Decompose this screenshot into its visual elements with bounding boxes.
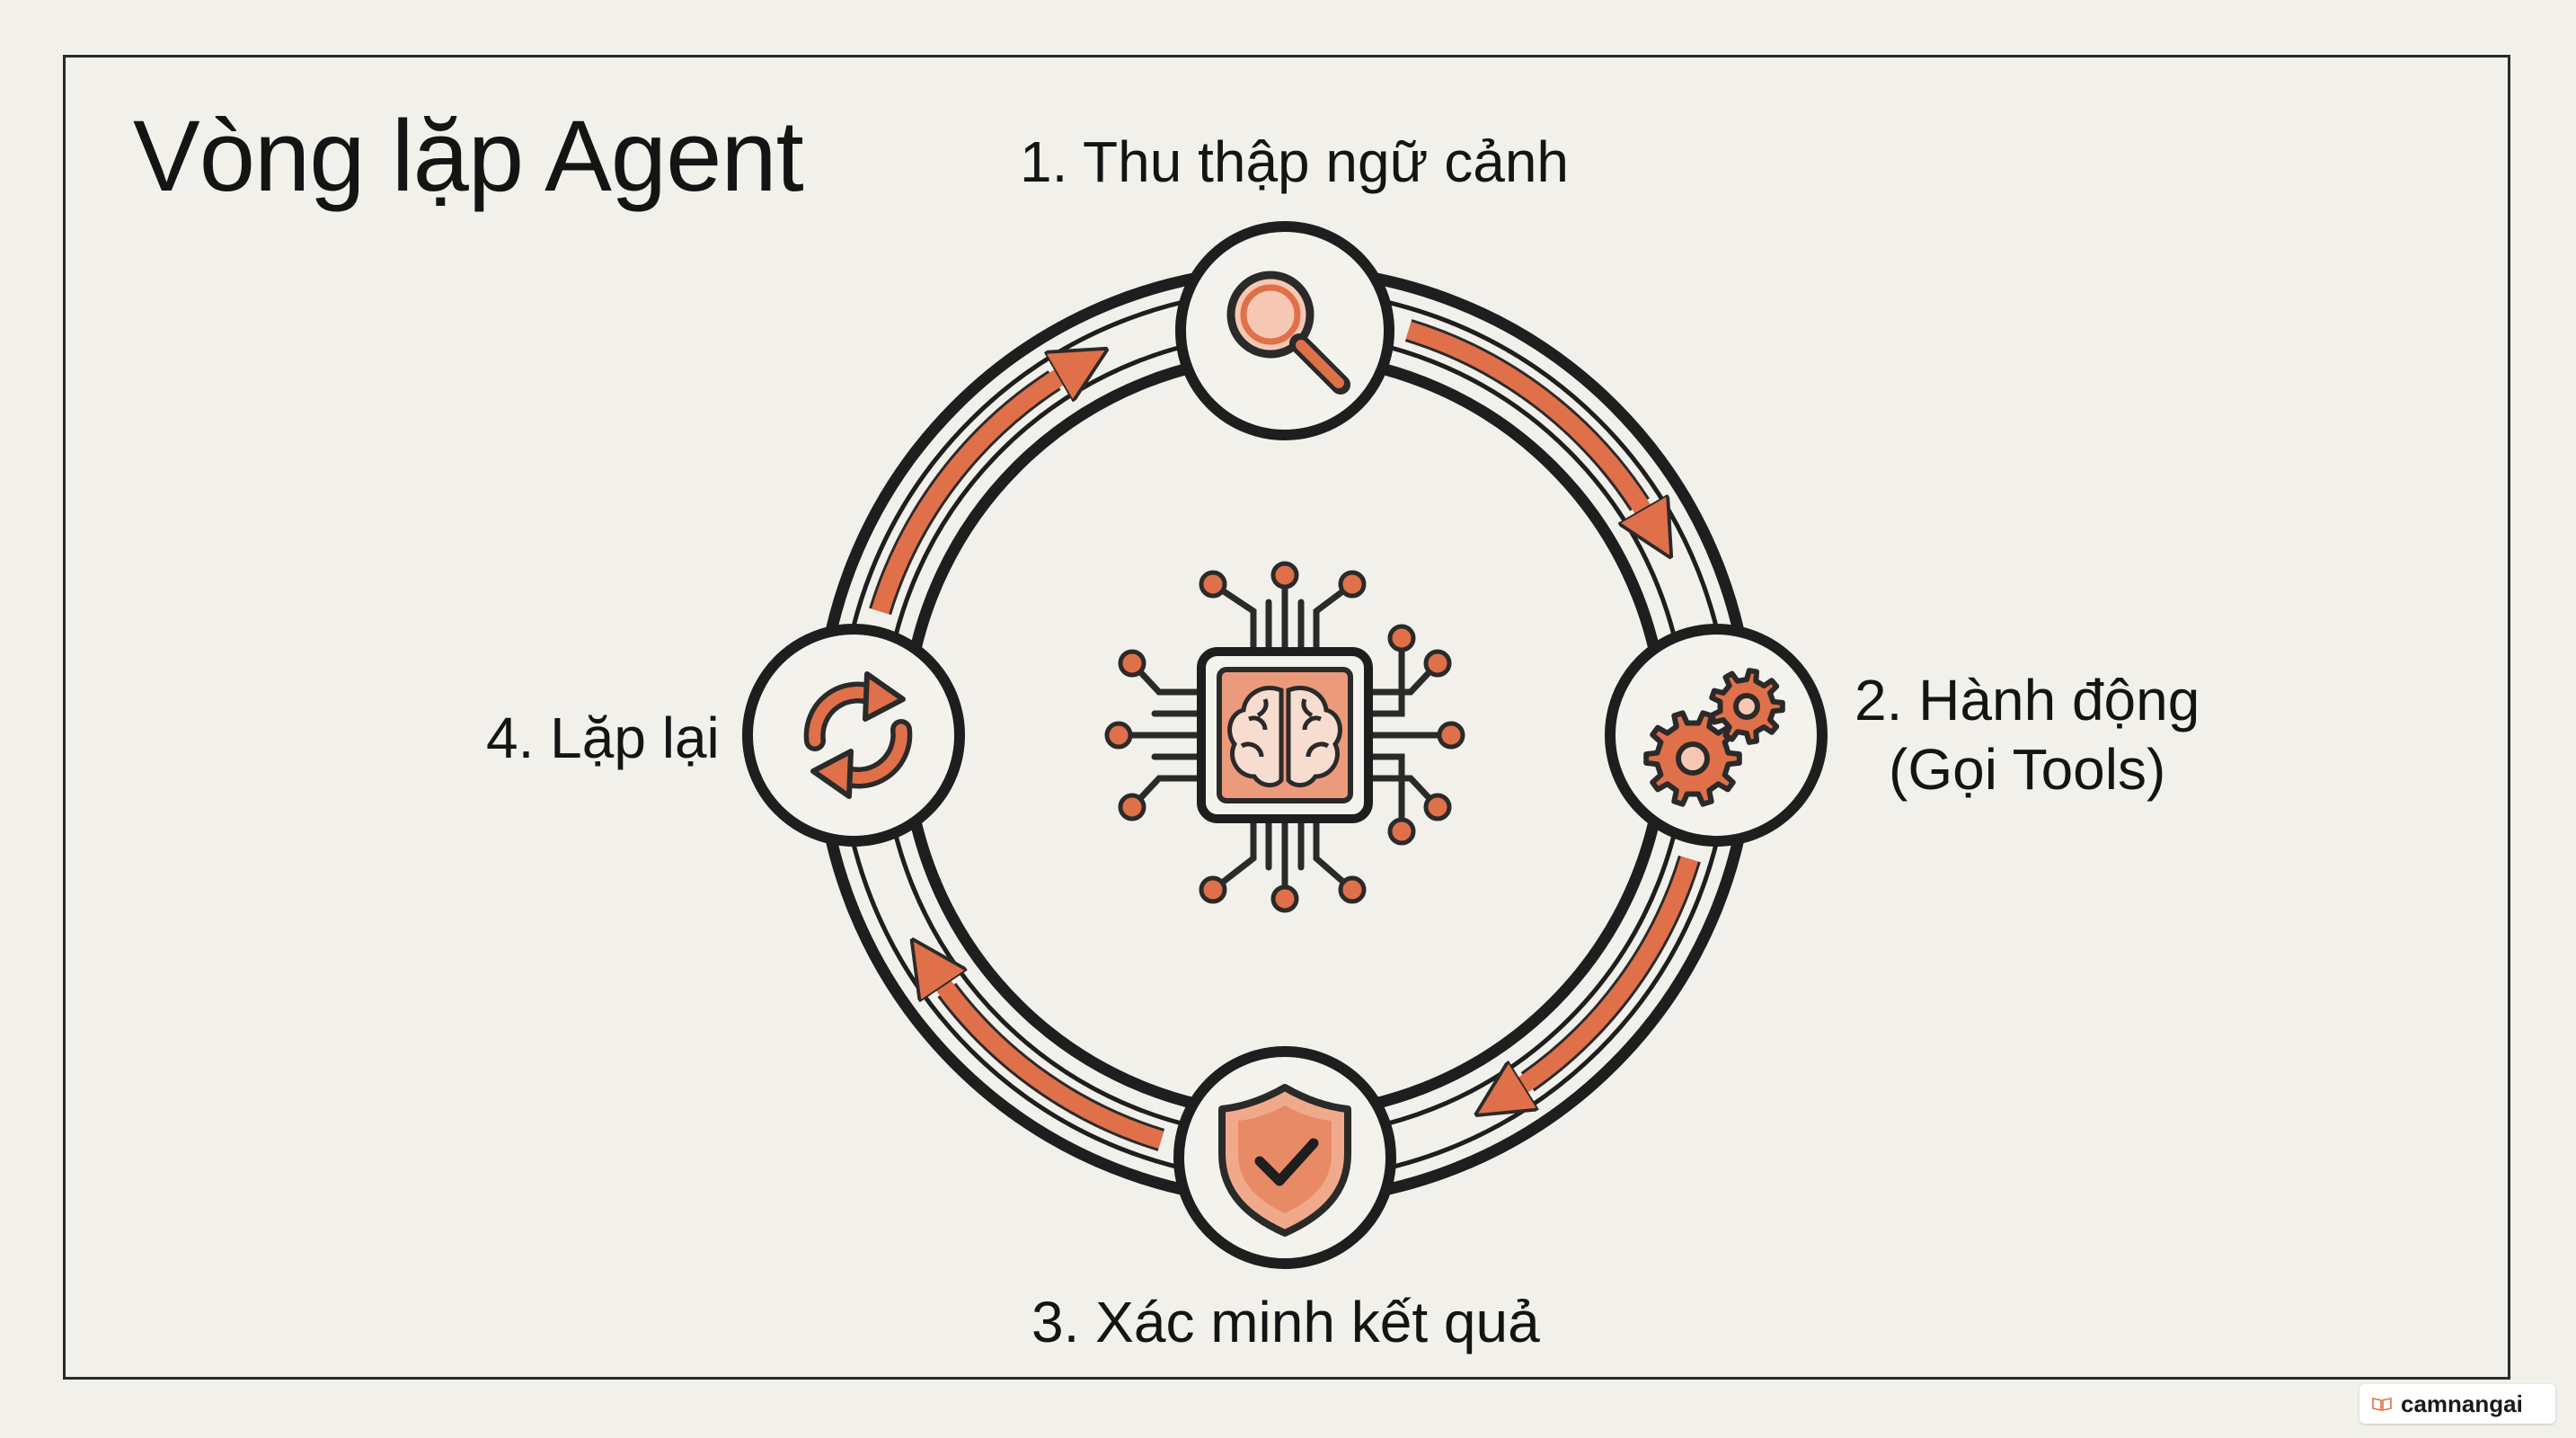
step-2-label-line2: (Gọi Tools) — [1889, 736, 2166, 802]
chip-pin — [1199, 570, 1227, 599]
flow-arrow-3 — [934, 972, 1164, 1149]
flow-arrows — [869, 319, 1701, 1151]
gears-icon — [1643, 710, 1742, 807]
gear-small-icon — [1709, 668, 1785, 745]
watermark-text: camnangai — [2401, 1389, 2523, 1417]
chip-pin — [1104, 721, 1133, 750]
step-node-2 — [1605, 624, 1828, 847]
slide-title: Vòng lặp Agent — [133, 100, 804, 212]
flow-arrow-4 — [872, 368, 1074, 615]
watermark-badge[interactable]: camnangai — [2359, 1384, 2555, 1424]
chip-pin — [1338, 570, 1367, 599]
chip-trace — [1313, 815, 1356, 893]
step-3-label: 3. Xác minh kết quả — [1031, 1290, 1540, 1354]
step-node-3 — [1173, 1046, 1396, 1269]
chip-trace — [1365, 635, 1405, 717]
chip-pin — [1423, 793, 1452, 821]
gear-small-hole — [1733, 693, 1760, 720]
chip-pin — [1387, 624, 1416, 652]
shield-check-icon — [1218, 1084, 1351, 1237]
step-node-1 — [1175, 221, 1394, 440]
ai-chip-brain-icon — [1104, 561, 1465, 913]
flow-arrow-4-outline — [869, 370, 1061, 616]
chip-pin — [1118, 649, 1146, 678]
flow-arrow-1 — [1405, 322, 1651, 524]
step-1-label: 1. Thu thập ngữ cảnh — [1020, 129, 1569, 194]
chip-pin — [1423, 649, 1452, 678]
step-2-label: 2. Hành động (Gọi Tools) — [1855, 666, 2200, 804]
refresh-icon — [803, 671, 913, 799]
flow-arrow-1-outline — [1404, 319, 1650, 511]
chip-trace — [1209, 581, 1257, 655]
magnifier-icon — [1226, 271, 1350, 395]
chip-pin — [1270, 884, 1299, 913]
flow-arrow-2 — [1509, 856, 1698, 1095]
chip-trace — [1365, 753, 1405, 835]
chip-pin — [1199, 875, 1227, 904]
step-4-label: 4. Lặp lại — [486, 706, 720, 770]
step-node-4 — [742, 624, 965, 847]
chip-pin — [1437, 721, 1465, 750]
chip-trace — [1209, 815, 1257, 893]
chip-pin — [1387, 817, 1416, 846]
chip-pin — [1270, 561, 1299, 590]
chip-trace — [1313, 581, 1356, 655]
slide-frame — [63, 55, 2510, 1380]
brain-icon — [1227, 686, 1342, 787]
gear-big-hole — [1676, 741, 1710, 776]
book-icon — [2372, 1398, 2392, 1411]
step-2-label-line1: 2. Hành động — [1855, 668, 2200, 732]
chip-pin — [1338, 875, 1367, 904]
chip-pin — [1118, 793, 1146, 821]
